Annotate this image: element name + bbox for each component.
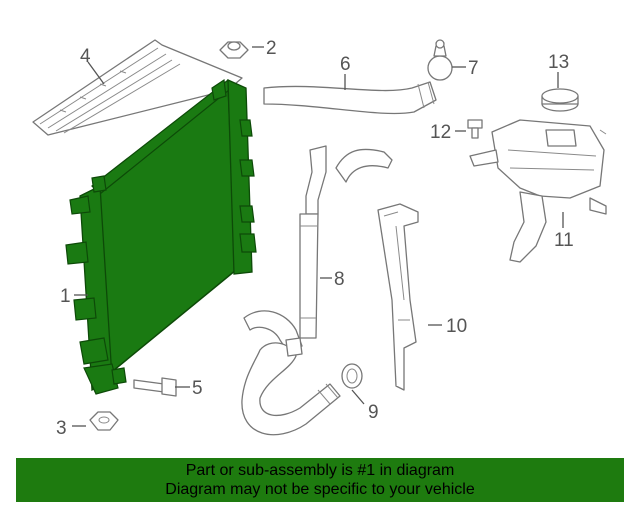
callout-1: 1 <box>60 286 71 307</box>
callout-6: 6 <box>340 54 351 75</box>
info-banner: Part or sub-assembly is #1 in diagram Di… <box>16 458 624 502</box>
part-2-nut[interactable] <box>219 41 249 59</box>
part-5-bolt[interactable] <box>133 377 177 397</box>
callout-10: 10 <box>446 316 467 337</box>
part-12-bolt[interactable] <box>467 119 483 139</box>
banner-line-1: Part or sub-assembly is #1 in diagram <box>185 462 455 479</box>
part-10-shroud[interactable] <box>377 203 419 391</box>
callout-11: 11 <box>554 230 574 251</box>
callout-5: 5 <box>192 378 203 399</box>
part-13-reservoir-cap[interactable] <box>541 88 579 112</box>
parts-diagram: 1 2 3 4 5 6 7 8 9 10 11 12 13 <box>32 38 607 439</box>
callout-8: 8 <box>334 269 345 290</box>
part-1-radiator[interactable] <box>65 78 257 395</box>
callout-12: 12 <box>430 122 451 143</box>
part-9-clamp[interactable] <box>341 363 363 389</box>
callouts: 1 2 3 4 5 6 7 8 9 10 11 12 13 <box>56 38 574 439</box>
banner-line-2: Diagram may not be specific to your vehi… <box>165 481 475 498</box>
callout-4: 4 <box>80 46 91 67</box>
part-6-upper-hose[interactable] <box>263 81 437 115</box>
callout-9: 9 <box>368 402 379 423</box>
lower-hose[interactable] <box>241 310 341 436</box>
part-8-heater-hose[interactable] <box>299 145 393 339</box>
part-4-air-deflector[interactable] <box>32 39 243 136</box>
part-11-coolant-reservoir[interactable] <box>469 119 607 263</box>
part-3-nut[interactable] <box>89 411 119 431</box>
callout-2: 2 <box>266 38 277 59</box>
leader-lines <box>72 46 564 427</box>
callout-7: 7 <box>468 58 479 79</box>
part-7-bleed-cap[interactable] <box>427 39 453 81</box>
callout-13: 13 <box>548 52 569 73</box>
callout-3: 3 <box>56 418 67 439</box>
